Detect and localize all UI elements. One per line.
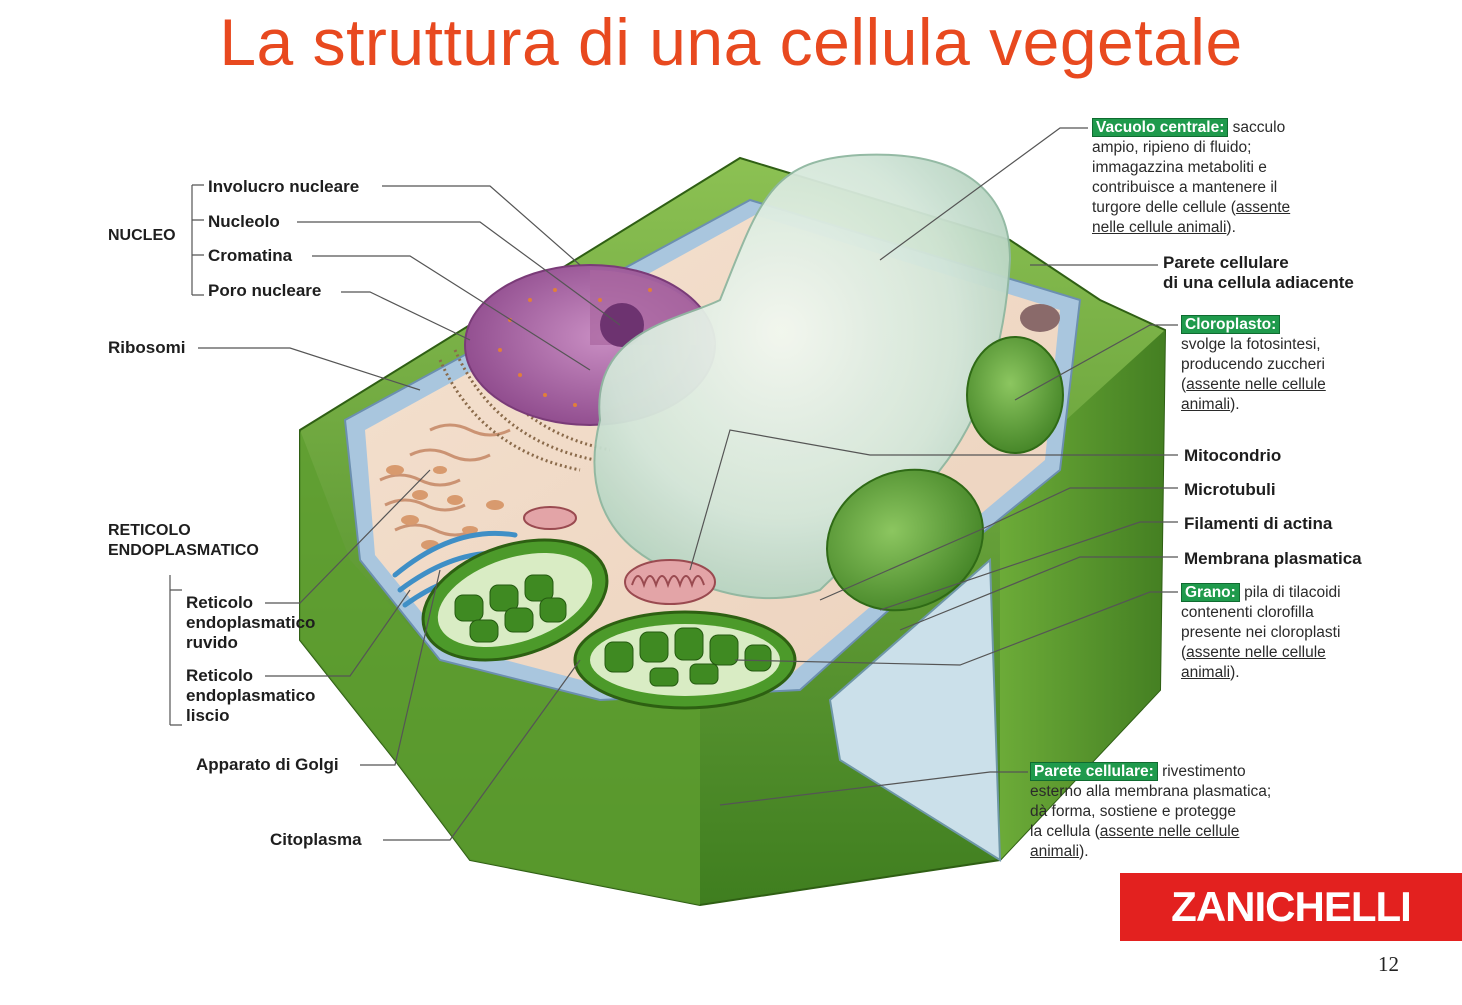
note-grano: Grano: pila di tilacoidi contenenti clor…	[1181, 583, 1341, 681]
label-nucleo-group: NUCLEO	[108, 227, 176, 244]
label-mitocondrio: Mitocondrio	[1184, 446, 1282, 465]
slide-title: La struttura di una cellula vegetale	[219, 5, 1243, 79]
label-citoplasma: Citoplasma	[270, 830, 362, 849]
label-nucleolo: Nucleolo	[208, 212, 280, 231]
label-parete-adiacente: Parete cellulare di una cellula adiacent…	[1163, 253, 1354, 292]
tag-grano: Grano:	[1181, 583, 1240, 602]
label-filamenti-actina: Filamenti di actina	[1184, 514, 1333, 533]
note-cloroplasto: Cloroplasto: svolge la fotosintesi, prod…	[1181, 315, 1326, 413]
chloroplast-left	[421, 538, 609, 662]
label-apparato-golgi: Apparato di Golgi	[196, 755, 339, 774]
label-reticolo-ruvido: Reticolo endoplasmatico ruvido	[186, 593, 316, 652]
note-vacuolo: Vacuolo centrale: sacculo ampio, ripieno…	[1092, 118, 1291, 236]
page-number: 12	[1378, 952, 1399, 976]
label-cromatina: Cromatina	[208, 246, 293, 265]
note-parete-cellulare: Parete cellulare: rivestimento esterno a…	[1030, 762, 1272, 860]
label-poro-nucleare: Poro nucleare	[208, 281, 322, 300]
chloroplast-center	[573, 610, 797, 710]
label-membrana-plasmatica: Membrana plasmatica	[1184, 549, 1362, 568]
tag-vacuolo: Vacuolo centrale:	[1092, 118, 1229, 137]
label-involucro-nucleare: Involucro nucleare	[208, 177, 360, 196]
label-reticolo-liscio: Reticolo endoplasmatico liscio	[186, 666, 316, 725]
label-reticolo-group: RETICOLO ENDOPLASMATICO	[108, 522, 259, 559]
tag-cloroplasto: Cloroplasto:	[1181, 315, 1281, 334]
label-ribosomi: Ribosomi	[108, 338, 186, 357]
tag-parete: Parete cellulare:	[1030, 762, 1158, 781]
zanichelli-logo: ZANICHELLI	[1120, 873, 1462, 941]
label-microtubuli: Microtubuli	[1184, 480, 1276, 499]
